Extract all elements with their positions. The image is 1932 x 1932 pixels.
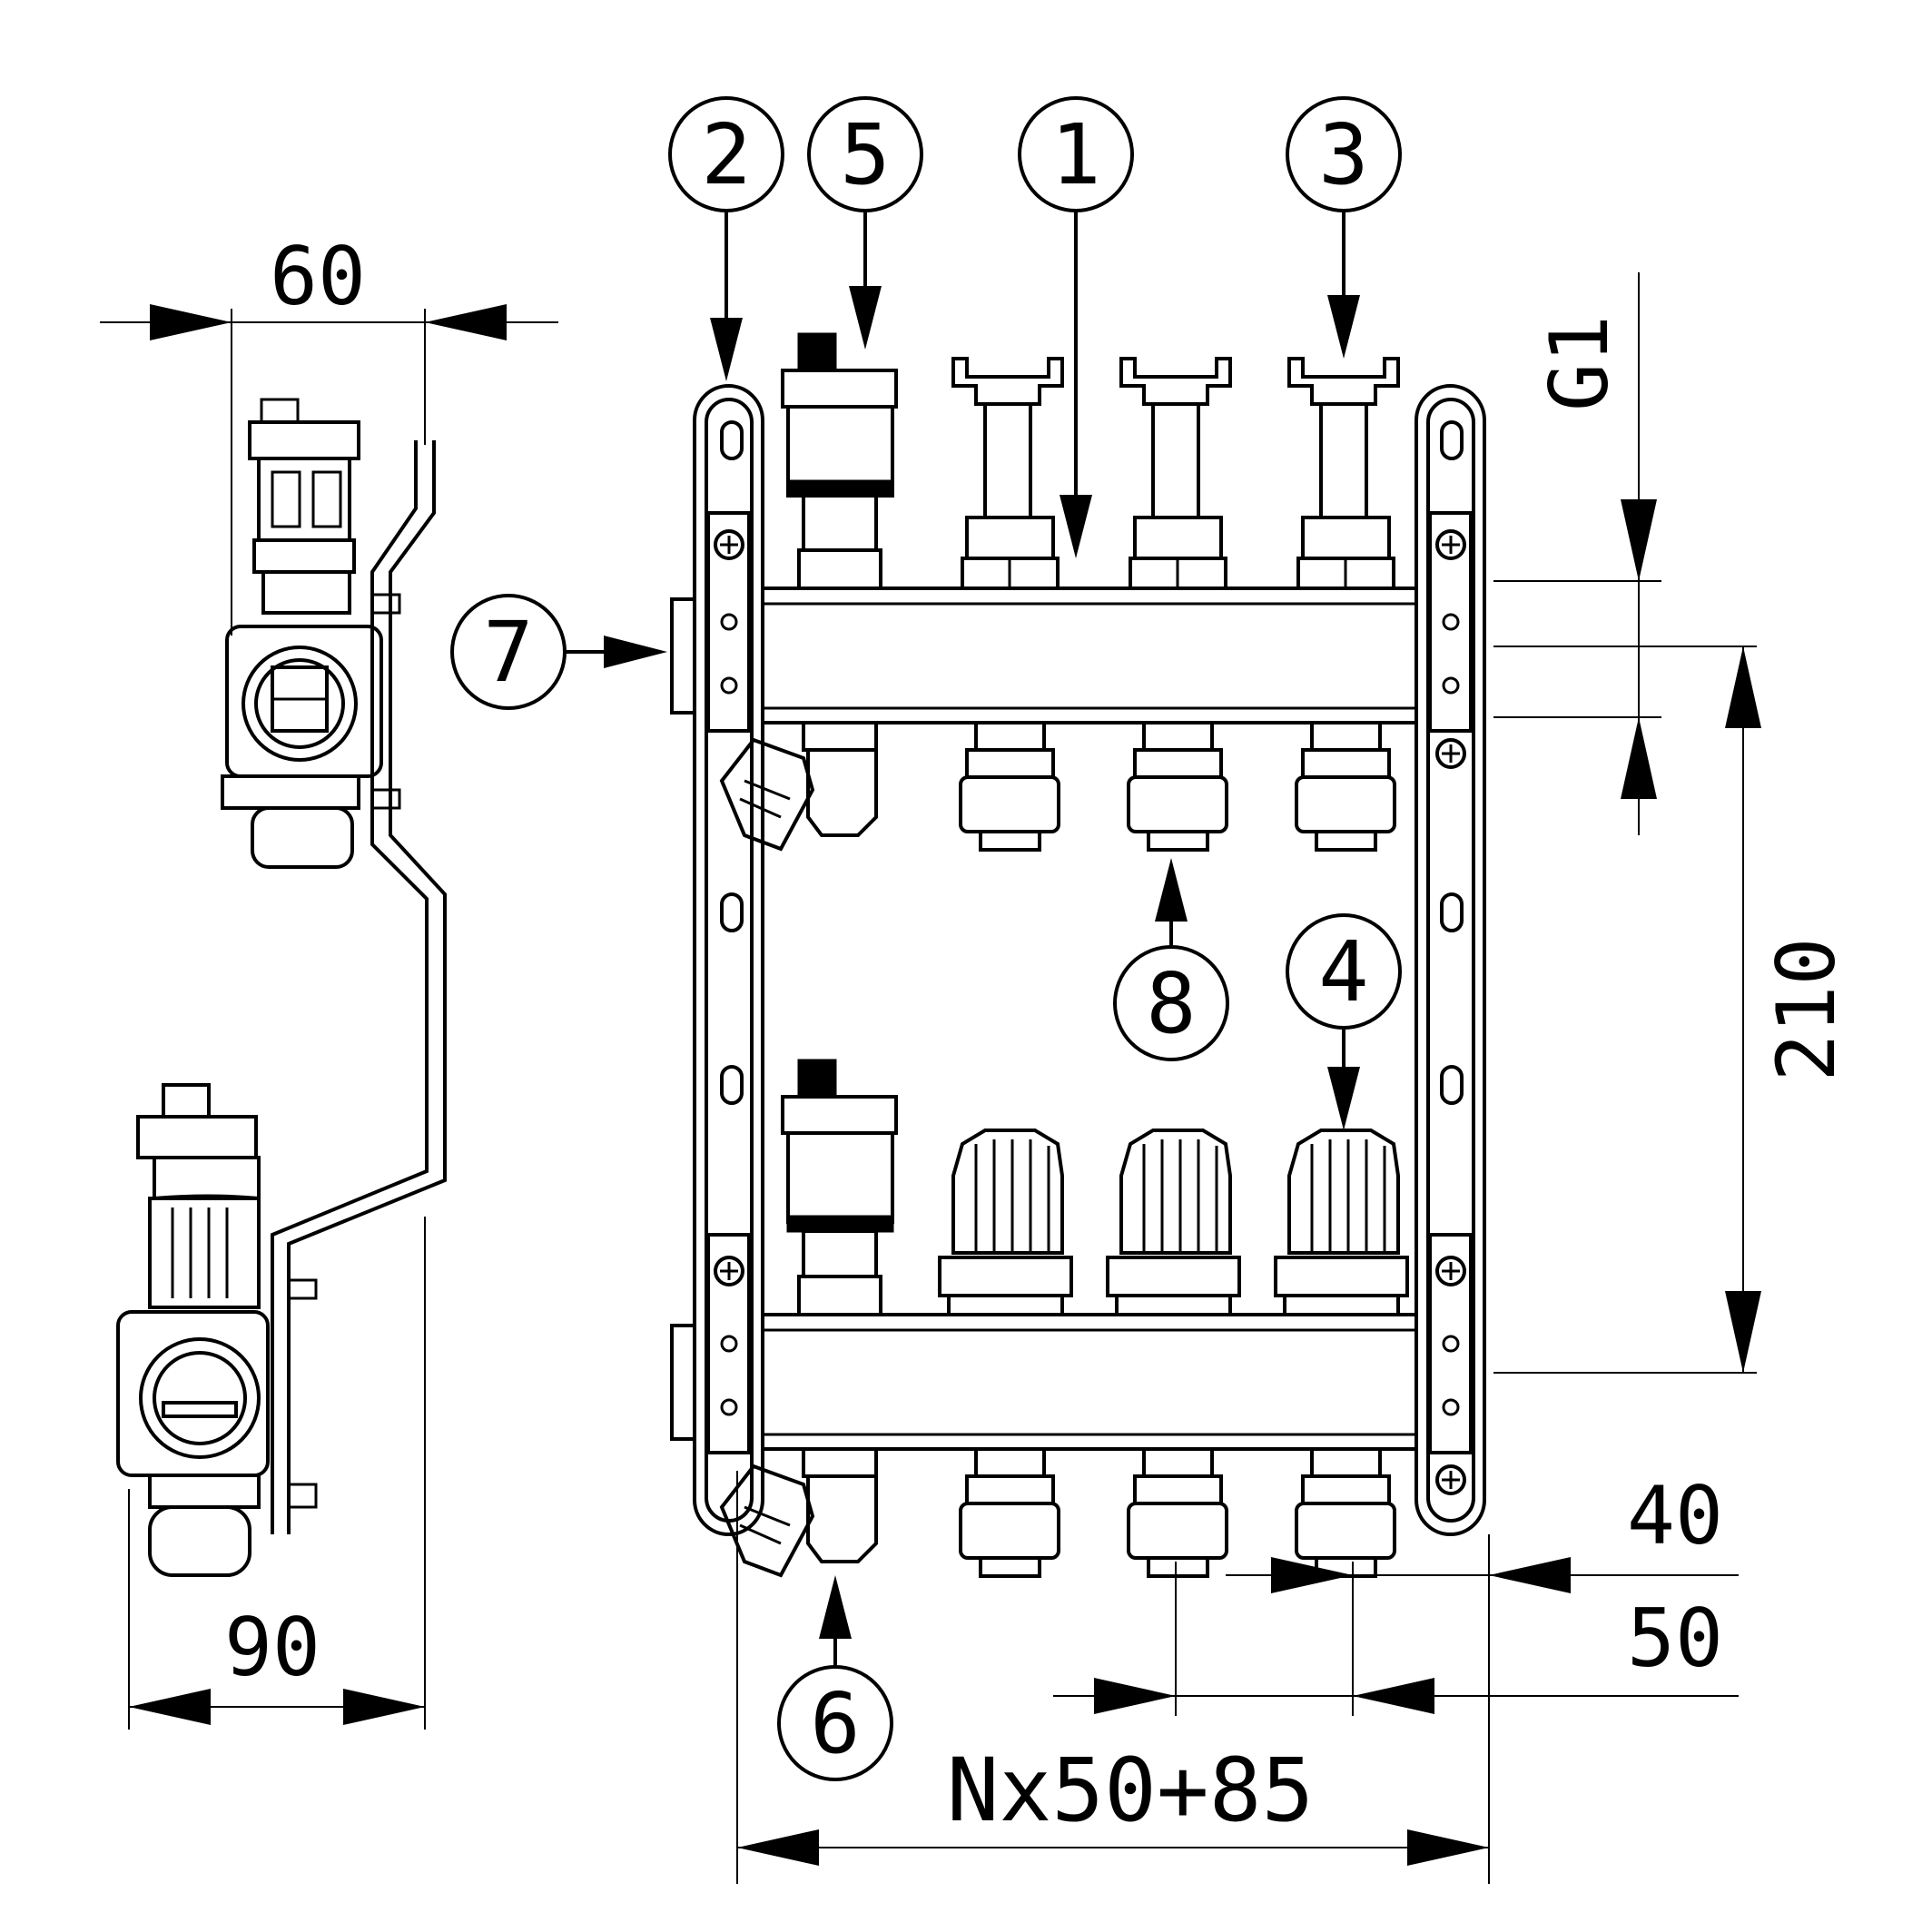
callout-8-label: 8: [1146, 955, 1196, 1052]
flow-meters: [951, 357, 1400, 590]
valve-caps: [938, 1129, 1409, 1316]
dim-pitch-label: 50: [1627, 1592, 1723, 1685]
side-top-assembly: [221, 398, 401, 869]
air-vent-bottom: [781, 1059, 898, 1316]
top-bar: [761, 586, 1418, 724]
callout-4-label: 4: [1318, 923, 1368, 1020]
dim-side-bottom-label: 90: [224, 1601, 320, 1694]
dimensions-front: G1 210 40 50: [736, 272, 1853, 1884]
dim-thread-label: G1: [1533, 315, 1626, 411]
callout-1-label: 1: [1050, 106, 1100, 203]
bottom-bar: [761, 1313, 1418, 1451]
dim-total-width-label: Nx50+85: [947, 1740, 1315, 1841]
drain-valve-top: [719, 721, 878, 852]
callouts: 2 5 1 3 7 8 4 6: [450, 96, 1402, 1781]
side-bottom-assembly: [116, 1083, 318, 1577]
dim-side-top-label: 60: [270, 230, 366, 323]
callout-3-label: 3: [1318, 106, 1368, 203]
callout-5-label: 5: [840, 106, 890, 203]
dim-side-top: 60: [100, 230, 558, 636]
air-vent-top: [781, 332, 898, 590]
front-view: [670, 332, 1486, 1578]
outlet-fittings-top: [959, 721, 1396, 852]
drain-valve-bottom: [719, 1447, 878, 1578]
dim-offset: 40: [1226, 1469, 1739, 1884]
dim-height: 210: [1493, 646, 1853, 1374]
callout-7-label: 7: [483, 604, 533, 701]
dim-pitch: 50: [1053, 1562, 1739, 1716]
outlet-fittings-bottom: [959, 1447, 1396, 1578]
callout-6-label: 6: [810, 1675, 860, 1772]
callout-2-label: 2: [701, 106, 751, 203]
side-bracket: [271, 440, 447, 1534]
dim-offset-label: 40: [1627, 1469, 1723, 1562]
dim-total-width: Nx50+85: [736, 1471, 1489, 1884]
side-view: 60 90: [100, 230, 558, 1730]
dim-thread: G1: [1493, 272, 1661, 835]
right-bracket: [1414, 384, 1486, 1536]
dim-side-bottom: 90: [128, 1217, 426, 1730]
screws: [714, 529, 1466, 1495]
dim-height-label: 210: [1760, 938, 1853, 1082]
